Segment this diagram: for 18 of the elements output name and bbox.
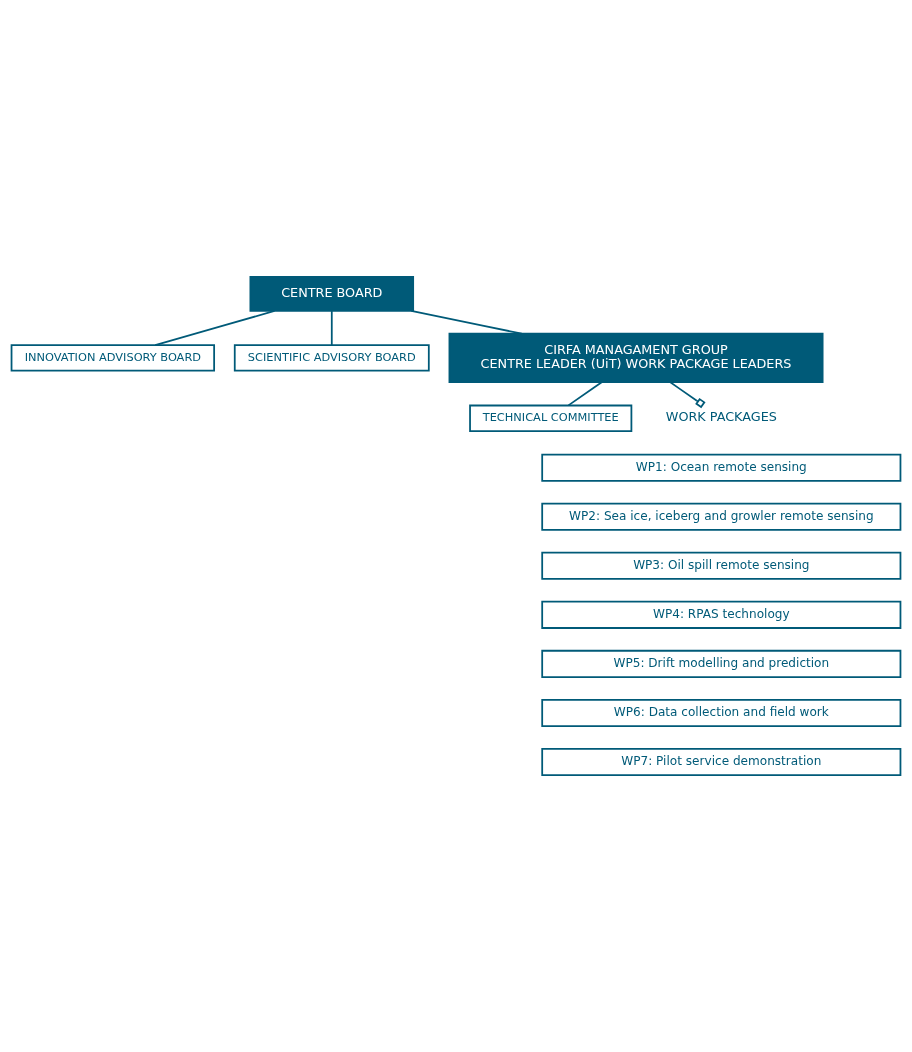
- connector: [669, 381, 706, 409]
- connector: [410, 310, 523, 335]
- node-box: WP4: RPAS technology: [541, 600, 902, 629]
- node-box: CENTRE BOARD: [249, 275, 415, 312]
- node-box: CIRFA MANAGAMENT GROUP CENTRE LEADER (UiT) WORK PACKAGE LEADERS: [448, 332, 824, 383]
- node-box: INNOVATION ADVISORY BOARD: [10, 344, 215, 372]
- node-box: TECHNICAL COMMITTEE: [469, 404, 633, 432]
- connector: [330, 310, 333, 346]
- node-box: WP5: Drift modelling and prediction: [541, 649, 902, 678]
- node-box: WP2: Sea ice, iceberg and growler remote sensing: [541, 502, 902, 531]
- node-box: WP3: Oil spill remote sensing: [541, 551, 902, 580]
- node-box: WP1: Ocean remote sensing: [541, 453, 902, 482]
- node-box: SCIENTIFIC ADVISORY BOARD: [233, 344, 430, 372]
- node-box: WP6: Data collection and field work: [541, 698, 902, 727]
- connector: [567, 381, 603, 407]
- connector: [154, 310, 276, 346]
- node-text: WORK PACKAGES: [665, 409, 777, 425]
- node-box: WP7: Pilot service demonstration: [541, 747, 902, 777]
